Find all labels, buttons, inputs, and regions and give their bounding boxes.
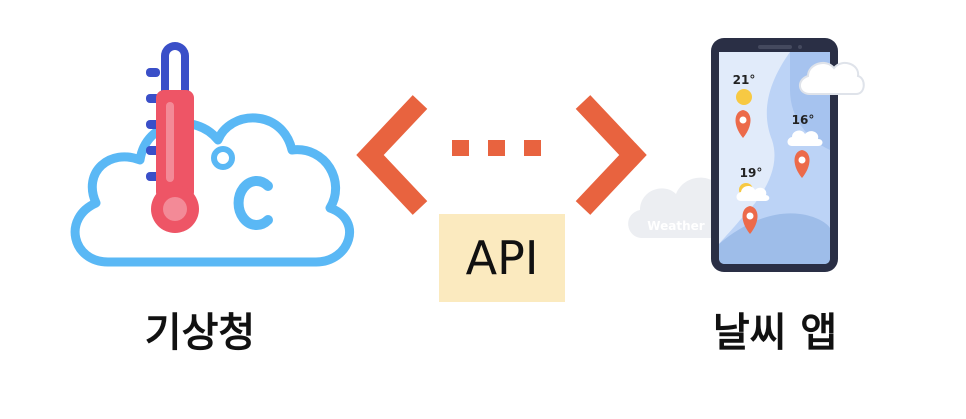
sun-cloud-cloud xyxy=(736,186,770,201)
thermometer-mercury xyxy=(156,90,194,200)
thermometer-shine xyxy=(166,102,174,182)
celsius-c xyxy=(233,176,273,230)
temperature-1: 21° xyxy=(733,73,756,87)
left-node-label: 기상청 xyxy=(144,310,256,356)
api-label: API xyxy=(465,231,539,285)
map-pin-icon xyxy=(735,110,751,138)
right-node-label: 날씨 앱 xyxy=(712,310,838,356)
connector xyxy=(356,95,647,215)
background-cloud xyxy=(628,177,722,238)
floating-cloud-icon xyxy=(799,61,865,95)
sun-icon xyxy=(736,89,752,105)
thermometer-cloud-icon xyxy=(70,42,354,267)
map-pin-icon xyxy=(794,150,810,178)
temperature-3: 19° xyxy=(740,166,763,180)
cloud-icon xyxy=(787,130,823,146)
dots-icon xyxy=(452,140,541,156)
temperature-2: 16° xyxy=(792,113,815,127)
cloud-dot xyxy=(152,260,158,266)
thermometer-bulb-center xyxy=(163,197,187,221)
chevron-right-icon xyxy=(575,95,647,215)
map-pin-icon xyxy=(742,206,758,234)
phone-camera xyxy=(798,45,802,49)
api-box: API xyxy=(439,214,565,302)
smartphone-weather-app-icon: Weather 21° 16° 19° xyxy=(628,38,865,272)
phone-speaker xyxy=(758,45,792,49)
degree-symbol xyxy=(211,146,235,170)
cloud-text: Weather xyxy=(647,219,704,233)
chevron-left-icon xyxy=(356,95,428,215)
cloud-outline xyxy=(70,113,354,267)
